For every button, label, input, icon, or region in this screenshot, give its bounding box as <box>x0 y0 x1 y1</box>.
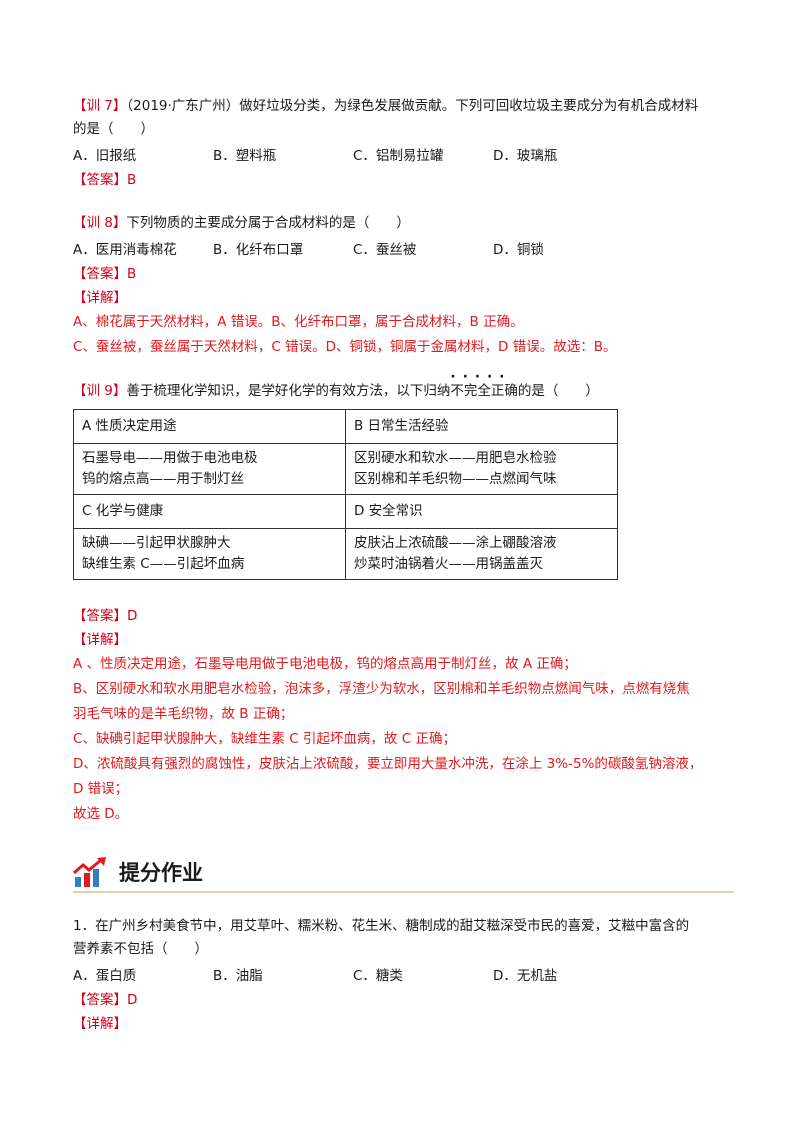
answer-tag: 【答案】 <box>73 172 127 188</box>
answer: 【答案】B <box>73 168 733 192</box>
detail-line: D 错误； <box>73 781 129 797</box>
emphasized-text: 不完全正确 <box>450 366 518 403</box>
question-text: 下列物质的主要成分属于合成材料的是（ ） <box>126 215 410 231</box>
detail-line: 羽毛气味的是羊毛织物，故 B 正确； <box>73 706 294 722</box>
cell-a-head: A 性质决定用途 <box>73 409 346 444</box>
question-text: 1．在广州乡村美食节中，用艾草叶、糯米粉、花生米、糖制成的甜艾糍深受市民的喜爱，… <box>73 918 690 934</box>
answer: 【答案】D <box>73 988 733 1012</box>
question-text-cont: 营养素不包括（ ） <box>73 941 208 957</box>
answer-value: B <box>127 266 137 282</box>
answer-value: D <box>127 608 138 624</box>
question-text-cont: 的是（ ） <box>73 121 154 137</box>
answer: 【答案】B <box>73 262 733 286</box>
cell-a-body: 石墨导电——用做于电池电极 钨的熔点高——用于制灯丝 <box>73 443 346 495</box>
detail-tag: 【详解】 <box>73 632 127 648</box>
question-tag: 【训 7】 <box>73 98 127 114</box>
section-header: 提分作业 <box>73 851 733 893</box>
detail-line: 故选 D。 <box>73 806 129 822</box>
detail-tag: 【详解】 <box>73 290 127 306</box>
option-d: D．玻璃瓶 <box>493 148 558 164</box>
section-title: 提分作业 <box>119 861 203 885</box>
options: A．旧报纸 B．塑料瓶 C．铝制易拉罐 D．玻璃瓶 <box>73 144 733 168</box>
cell-b-body: 区别硬水和软水——用肥皂水检验 区别棉和羊毛织物——点燃闻气味 <box>345 443 618 495</box>
cell-b-head: B 日常生活经验 <box>345 409 618 444</box>
question-tag: 【训 8】 <box>73 215 127 231</box>
options: A．蛋白质 B．油脂 C．糖类 D．无机盐 <box>73 964 733 988</box>
answer: 【答案】D <box>73 604 733 628</box>
question-7: 【训 7】（2019·广东广州）做好垃圾分类，为绿色发展做贡献。下列可回收垃圾主… <box>73 95 733 192</box>
document-page: 【训 7】（2019·广东广州）做好垃圾分类，为绿色发展做贡献。下列可回收垃圾主… <box>73 95 733 1056</box>
option-b: B．化纤布口罩 <box>213 242 304 258</box>
option-a: A．蛋白质 <box>73 968 137 984</box>
option-d: D．铜锁 <box>493 242 544 258</box>
option-b: B．油脂 <box>213 968 263 984</box>
detail-line: B、区别硬水和软水用肥皂水检验，泡沫多，浮渣少为软水，区别棉和羊毛织物点燃闻气味… <box>73 681 690 697</box>
option-a: A．旧报纸 <box>73 148 137 164</box>
detail-line: C、缺碘引起甲状腺肿大，缺维生素 C 引起坏血病，故 C 正确； <box>73 731 456 747</box>
question-text-end: 的是（ ） <box>517 383 599 399</box>
answer-tag: 【答案】 <box>73 266 127 282</box>
answer-value: D <box>127 992 138 1008</box>
detail-line: D、浓硫酸具有强烈的腐蚀性，皮肤沾上浓硫酸，要立即用大量水冲洗，在涂上 3%-5… <box>73 756 703 772</box>
options: A．医用消毒棉花 B．化纤布口罩 C．蚕丝被 D．铜锁 <box>73 238 733 262</box>
cell-d-head: D 安全常识 <box>345 494 618 529</box>
option-b: B．塑料瓶 <box>213 148 277 164</box>
option-c: C．蚕丝被 <box>353 242 417 258</box>
question-text: 善于梳理化学知识，是学好化学的有效方法，以下归纳 <box>126 383 451 399</box>
option-c: C．铝制易拉罐 <box>353 148 444 164</box>
cell-c-body: 缺碘——引起甲状腺肿大 缺维生素 C——引起坏血病 <box>73 528 346 580</box>
question-text: （2019·广东广州）做好垃圾分类，为绿色发展做贡献。下列可回收垃圾主要成分为有… <box>126 98 699 114</box>
detail-line: A、棉花属于天然材料，A 错误。B、化纤布口罩，属于合成材料，B 正确。 <box>73 314 524 330</box>
option-a: A．医用消毒棉花 <box>73 242 177 258</box>
detail-tag: 【详解】 <box>73 1016 127 1032</box>
option-c: C．糖类 <box>353 968 403 984</box>
answer-tag: 【答案】 <box>73 992 127 1008</box>
question-8: 【训 8】下列物质的主要成分属于合成材料的是（ ） A．医用消毒棉花 B．化纤布… <box>73 212 733 360</box>
growth-chart-icon <box>73 857 106 887</box>
question-9: 【训 9】善于梳理化学知识，是学好化学的有效方法，以下归纳不完全正确的是（ ） … <box>73 366 733 827</box>
detail-line: A 、性质决定用途，石墨导电用做于电池电极，钨的熔点高用于制灯丝，故 A 正确； <box>73 656 577 672</box>
homework-1: 1．在广州乡村美食节中，用艾草叶、糯米粉、花生米、糖制成的甜艾糍深受市民的喜爱，… <box>73 915 733 1036</box>
question-tag: 【训 9】 <box>73 383 127 399</box>
option-d: D．无机盐 <box>493 968 558 984</box>
detail-line: C、蚕丝被，蚕丝属于天然材料，C 错误。D、铜锁，铜属于金属材料，D 错误。故选… <box>73 339 617 355</box>
cell-c-head: C 化学与健康 <box>73 494 346 529</box>
answer-tag: 【答案】 <box>73 608 127 624</box>
knowledge-table: A 性质决定用途 B 日常生活经验 石墨导电——用做于电池电极 钨的熔点高——用… <box>73 409 618 580</box>
cell-d-body: 皮肤沾上浓硫酸——涂上硼酸溶液 炒菜时油锅着火——用锅盖盖灭 <box>345 528 618 580</box>
answer-value: B <box>127 172 137 188</box>
